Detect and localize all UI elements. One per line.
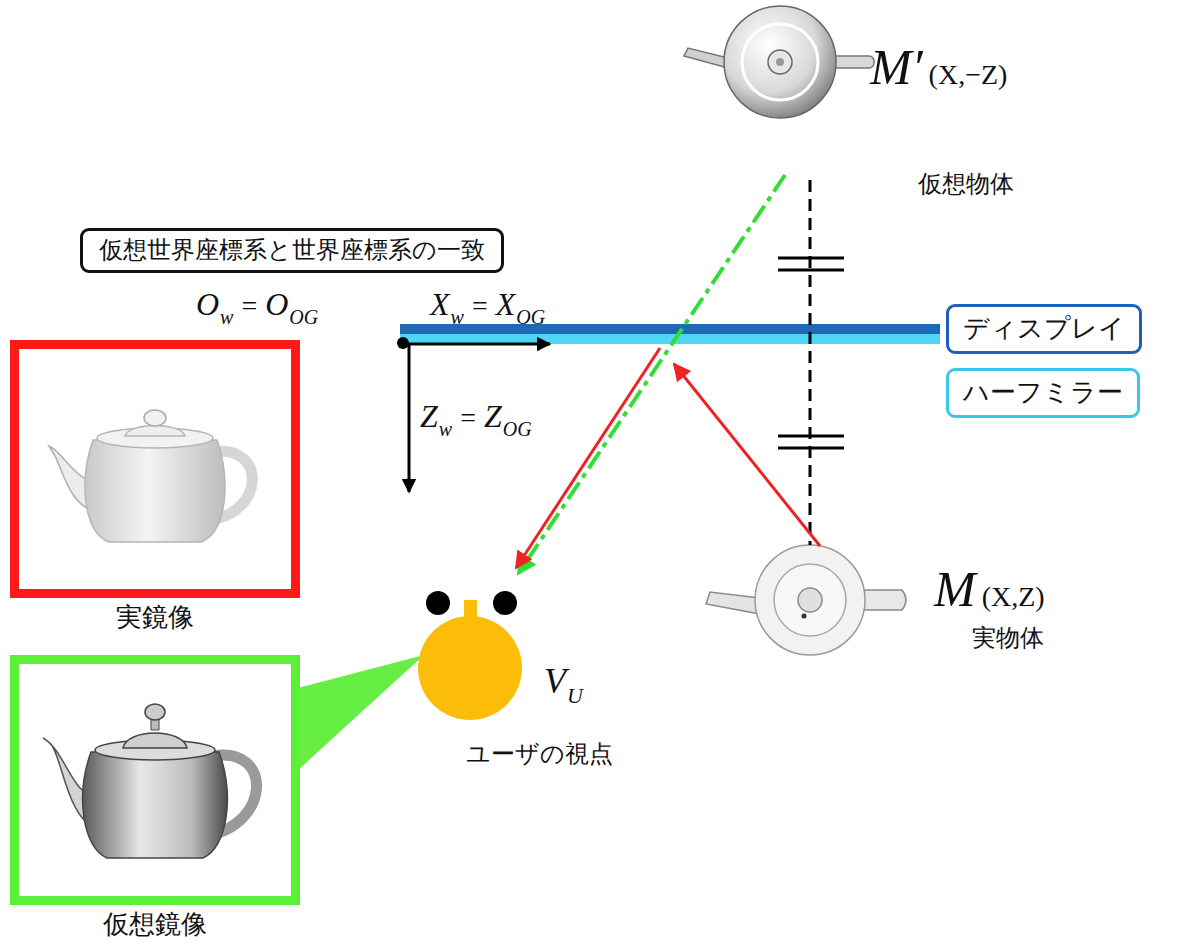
real-object-label: 実物体 bbox=[972, 622, 1044, 654]
user-head bbox=[418, 591, 522, 720]
caption-label: 仮想物体 bbox=[918, 170, 1014, 198]
z-axis-equation: Zw=ZOG bbox=[420, 398, 532, 441]
subscript: U bbox=[567, 683, 583, 708]
caption-label: ユーザの視点 bbox=[466, 740, 613, 768]
vent-hole bbox=[802, 614, 807, 619]
eye bbox=[493, 591, 517, 615]
virtual-object-symbol: M′(X,−Z) bbox=[870, 38, 1007, 96]
x-axis-equation: Xw=XOG bbox=[430, 286, 545, 329]
math-symbol: V bbox=[544, 661, 566, 701]
viewpoint-symbol: VU bbox=[544, 660, 583, 709]
equals-sign: = bbox=[472, 290, 488, 321]
incident-ray bbox=[674, 364, 820, 546]
math-symbol: Z bbox=[484, 398, 502, 434]
title-box: 仮想世界座標系と世界座標系の一致 bbox=[80, 228, 504, 273]
box-label: ディスプレイ bbox=[963, 313, 1125, 344]
lid-knob bbox=[768, 50, 792, 74]
math-symbol: O bbox=[196, 286, 219, 322]
x-axis bbox=[403, 343, 550, 346]
math-symbol: M bbox=[934, 561, 976, 617]
math-symbol: X bbox=[496, 286, 516, 322]
lid-knob bbox=[798, 588, 822, 612]
lid-dome bbox=[125, 426, 185, 437]
subscript: OG bbox=[516, 306, 545, 328]
knob-top bbox=[776, 58, 784, 66]
body bbox=[755, 545, 865, 655]
origin-equation: Ow=OOG bbox=[196, 286, 318, 329]
display-label-box: ディスプレイ bbox=[946, 304, 1142, 354]
box-label: 仮想世界座標系と世界座標系の一致 bbox=[99, 236, 485, 265]
equals-sign: = bbox=[460, 402, 476, 433]
eye bbox=[426, 591, 450, 615]
math-symbol: O bbox=[265, 286, 288, 322]
subscript: w bbox=[439, 418, 452, 440]
equal-tick bbox=[778, 447, 844, 450]
half-mirror-label-box: ハーフミラー bbox=[946, 368, 1140, 418]
real-teapot-side bbox=[49, 410, 252, 542]
symmetry-line bbox=[809, 180, 812, 545]
lid-rim bbox=[742, 24, 818, 100]
math-symbol: (X,Z) bbox=[982, 581, 1045, 612]
viewpoint-label: ユーザの視点 bbox=[466, 738, 613, 770]
body bbox=[85, 440, 225, 542]
equal-tick bbox=[778, 269, 844, 272]
spout bbox=[684, 48, 728, 68]
box-label: ハーフミラー bbox=[963, 377, 1123, 408]
z-axis bbox=[408, 344, 411, 492]
view-callout bbox=[298, 655, 424, 770]
equal-tick bbox=[778, 257, 844, 260]
real-object-symbol: M(X,Z) bbox=[934, 560, 1045, 618]
virtual-sight-line bbox=[518, 175, 785, 574]
frame-caption: 実鏡像 bbox=[10, 602, 300, 633]
math-symbol: Z bbox=[420, 398, 438, 434]
equals-sign: = bbox=[241, 290, 257, 321]
head bbox=[418, 616, 522, 720]
real-teapot-top bbox=[706, 545, 906, 655]
frame-caption: 仮想鏡像 bbox=[10, 909, 300, 940]
body bbox=[83, 752, 228, 858]
lid bbox=[774, 564, 846, 636]
lid-knob bbox=[144, 410, 166, 426]
math-symbol: X bbox=[430, 286, 450, 322]
reflected-ray bbox=[516, 348, 660, 568]
math-symbol: M′ bbox=[870, 39, 923, 95]
virtual-image-frame: 仮想鏡像 bbox=[10, 655, 300, 905]
subscript: OG bbox=[289, 306, 318, 328]
subscript: w bbox=[451, 306, 464, 328]
caption-label: 実物体 bbox=[972, 624, 1044, 652]
body bbox=[724, 6, 836, 118]
virtual-teapot-side bbox=[43, 704, 257, 858]
real-image-frame: 実鏡像 bbox=[10, 340, 300, 598]
equal-tick bbox=[778, 435, 844, 438]
subscript: w bbox=[220, 306, 233, 328]
math-symbol: (X,−Z) bbox=[929, 59, 1008, 90]
subscript: OG bbox=[503, 418, 532, 440]
virtual-object-label: 仮想物体 bbox=[918, 168, 1014, 200]
lid-dome bbox=[123, 733, 187, 748]
origin-dot bbox=[397, 337, 409, 349]
half-mirror-bar bbox=[400, 334, 940, 344]
lid-knob bbox=[145, 704, 165, 720]
virtual-teapot-top bbox=[684, 6, 874, 118]
display-bar bbox=[400, 324, 940, 334]
spout bbox=[706, 592, 760, 614]
